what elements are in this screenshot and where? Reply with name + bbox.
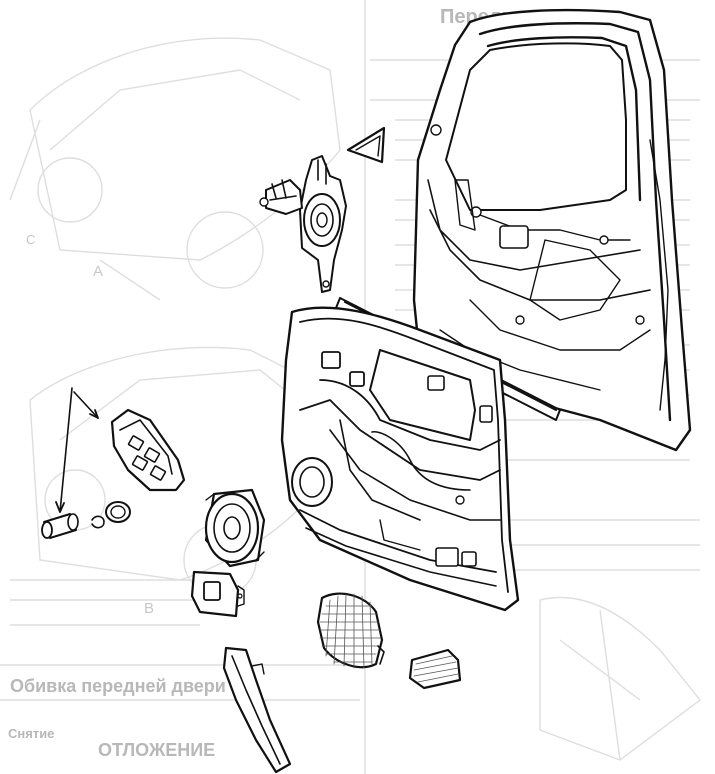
callout-b: B <box>144 600 155 617</box>
speaker-grille <box>316 592 385 669</box>
tweeter-ring <box>105 501 131 523</box>
switch-arrows <box>55 387 99 513</box>
lock-knob <box>41 513 79 539</box>
callout-a: A <box>93 263 104 280</box>
spring-clip <box>91 515 105 529</box>
mirror-bracket <box>299 155 347 293</box>
window-switch-panel <box>110 408 186 492</box>
callout-c: C <box>26 232 36 247</box>
bottom-left-heading: Обивка передней двери <box>10 676 226 696</box>
armrest-bar <box>222 646 292 774</box>
bottom-left-line2: ОТЛОЖЕНИЕ <box>98 740 216 760</box>
pull-handle-cover <box>408 648 462 690</box>
corner-cover-triangle <box>346 126 386 164</box>
door-trim-panel <box>280 306 520 612</box>
switch-bezel <box>190 570 245 618</box>
mirror-connector-clip <box>259 179 303 215</box>
door-speaker <box>204 488 266 568</box>
bottom-left-line1: Снятие <box>8 726 55 741</box>
